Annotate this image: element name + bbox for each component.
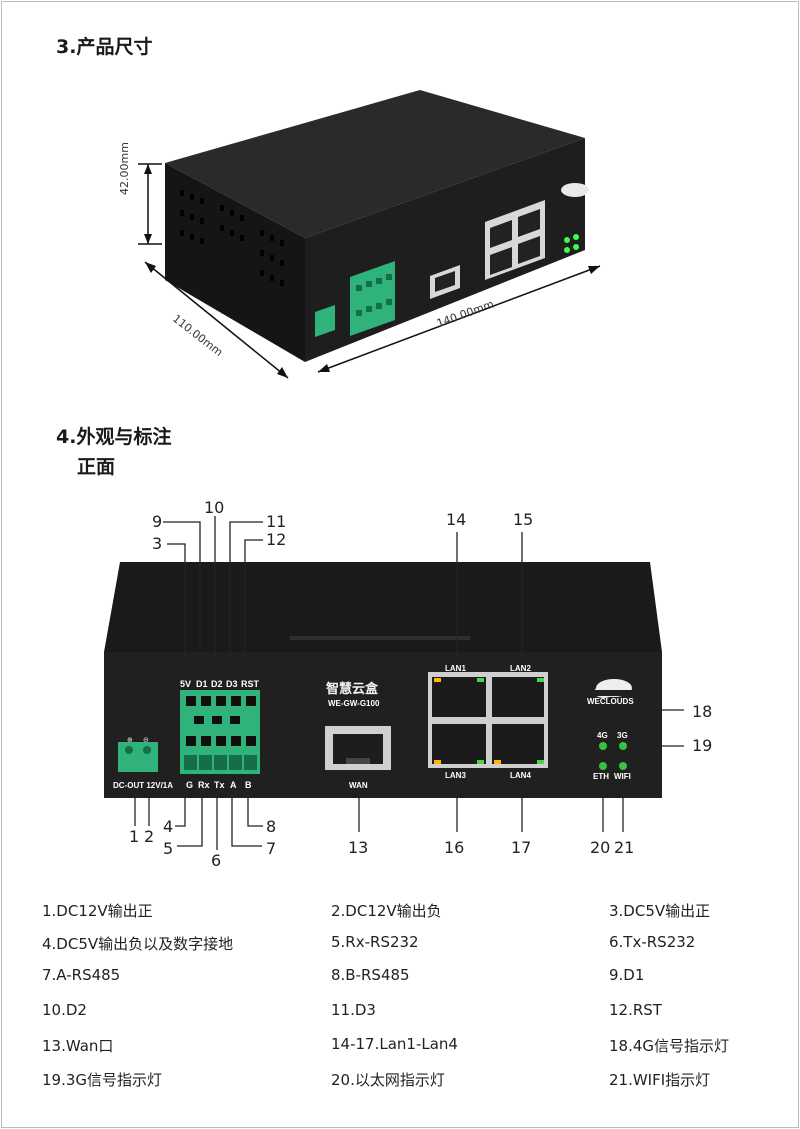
callout-21: 21: [614, 838, 635, 857]
callout-17: 17: [511, 838, 532, 857]
terminal-label-d2: D2: [211, 679, 223, 689]
callout-20: 20: [590, 838, 611, 857]
legend-item-6: 6.Tx-RS232: [609, 933, 696, 951]
wan-label: WAN: [349, 781, 368, 790]
legend-item-3: 3.DC5V输出正: [609, 902, 711, 920]
section4-subtitle: 正面: [77, 456, 116, 478]
terminal-label-a: A: [230, 780, 237, 790]
terminal-label-rst: RST: [241, 679, 260, 689]
legend-item-17: 20.以太网指示灯: [331, 1071, 445, 1089]
callout-4: 4: [163, 817, 174, 836]
lan2-label: LAN2: [510, 664, 531, 673]
led-label-wifi: WIFI: [614, 772, 631, 781]
legend-item-7: 7.A-RS485: [42, 966, 121, 984]
legend-item-8: 8.B-RS485: [331, 966, 410, 984]
callout-2: 2: [144, 827, 155, 846]
terminal-label-d1: D1: [196, 679, 208, 689]
section4-title: 4.外观与标注: [56, 426, 172, 448]
model-name: WE-GW-G100: [328, 699, 380, 708]
callout-13: 13: [348, 838, 369, 857]
front-view-image: ⊕⊖: [104, 516, 684, 850]
callout-10: 10: [204, 498, 225, 517]
callout-12: 12: [266, 530, 287, 549]
led-label-4g: 4G: [597, 731, 608, 740]
legend-item-2: 2.DC12V输出负: [331, 902, 442, 920]
legend-item-13: 13.Wan口: [42, 1037, 114, 1055]
callout-18: 18: [692, 702, 713, 721]
logo-text: WECLOUDS: [587, 697, 634, 706]
svg-text:⊖: ⊖: [143, 736, 149, 744]
callout-1: 1: [129, 827, 140, 846]
terminal-label-b: B: [245, 780, 252, 790]
legend-item-1: 1.DC12V输出正: [42, 902, 153, 920]
legend-item-16: 19.3G信号指示灯: [42, 1071, 163, 1089]
callout-19: 19: [692, 736, 713, 755]
callout-9: 9: [152, 512, 163, 531]
legend-item-10: 10.D2: [42, 1001, 87, 1019]
legend-item-14: 14-17.Lan1-Lan4: [331, 1035, 458, 1053]
terminal-label-g: G: [186, 780, 193, 790]
terminal-label-tx: Tx: [214, 780, 225, 790]
product-3d-image: [138, 90, 601, 379]
led-label-eth: ETH: [593, 772, 609, 781]
callout-14: 14: [446, 510, 467, 529]
power-label: DC-OUT 12V/1A: [113, 781, 173, 790]
legend-item-9: 9.D1: [609, 966, 645, 984]
legend-item-5: 5.Rx-RS232: [331, 933, 419, 951]
callout-15: 15: [513, 510, 534, 529]
terminal-label-5v: 5V: [180, 679, 191, 689]
lan1-label: LAN1: [445, 664, 466, 673]
terminal-label-d3: D3: [226, 679, 238, 689]
callout-16: 16: [444, 838, 465, 857]
legend-item-15: 18.4G信号指示灯: [609, 1037, 730, 1055]
callout-11: 11: [266, 512, 287, 531]
svg-text:⊕: ⊕: [127, 736, 133, 744]
terminal-label-rx: Rx: [198, 780, 210, 790]
lan3-label: LAN3: [445, 771, 466, 780]
legend-item-4: 4.DC5V输出负以及数字接地: [42, 935, 234, 953]
led-label-3g: 3G: [617, 731, 628, 740]
callout-3: 3: [152, 534, 163, 553]
section3-title: 3.产品尺寸: [56, 36, 153, 58]
brand-name: 智慧云盒: [326, 681, 379, 697]
callout-5: 5: [163, 839, 174, 858]
legend-item-12: 12.RST: [609, 1001, 662, 1019]
callout-8: 8: [266, 817, 277, 836]
callout-7: 7: [266, 839, 277, 858]
lan4-label: LAN4: [510, 771, 531, 780]
legend-item-11: 11.D3: [331, 1001, 376, 1019]
legend-item-18: 21.WIFI指示灯: [609, 1071, 711, 1089]
callout-6: 6: [211, 851, 222, 870]
